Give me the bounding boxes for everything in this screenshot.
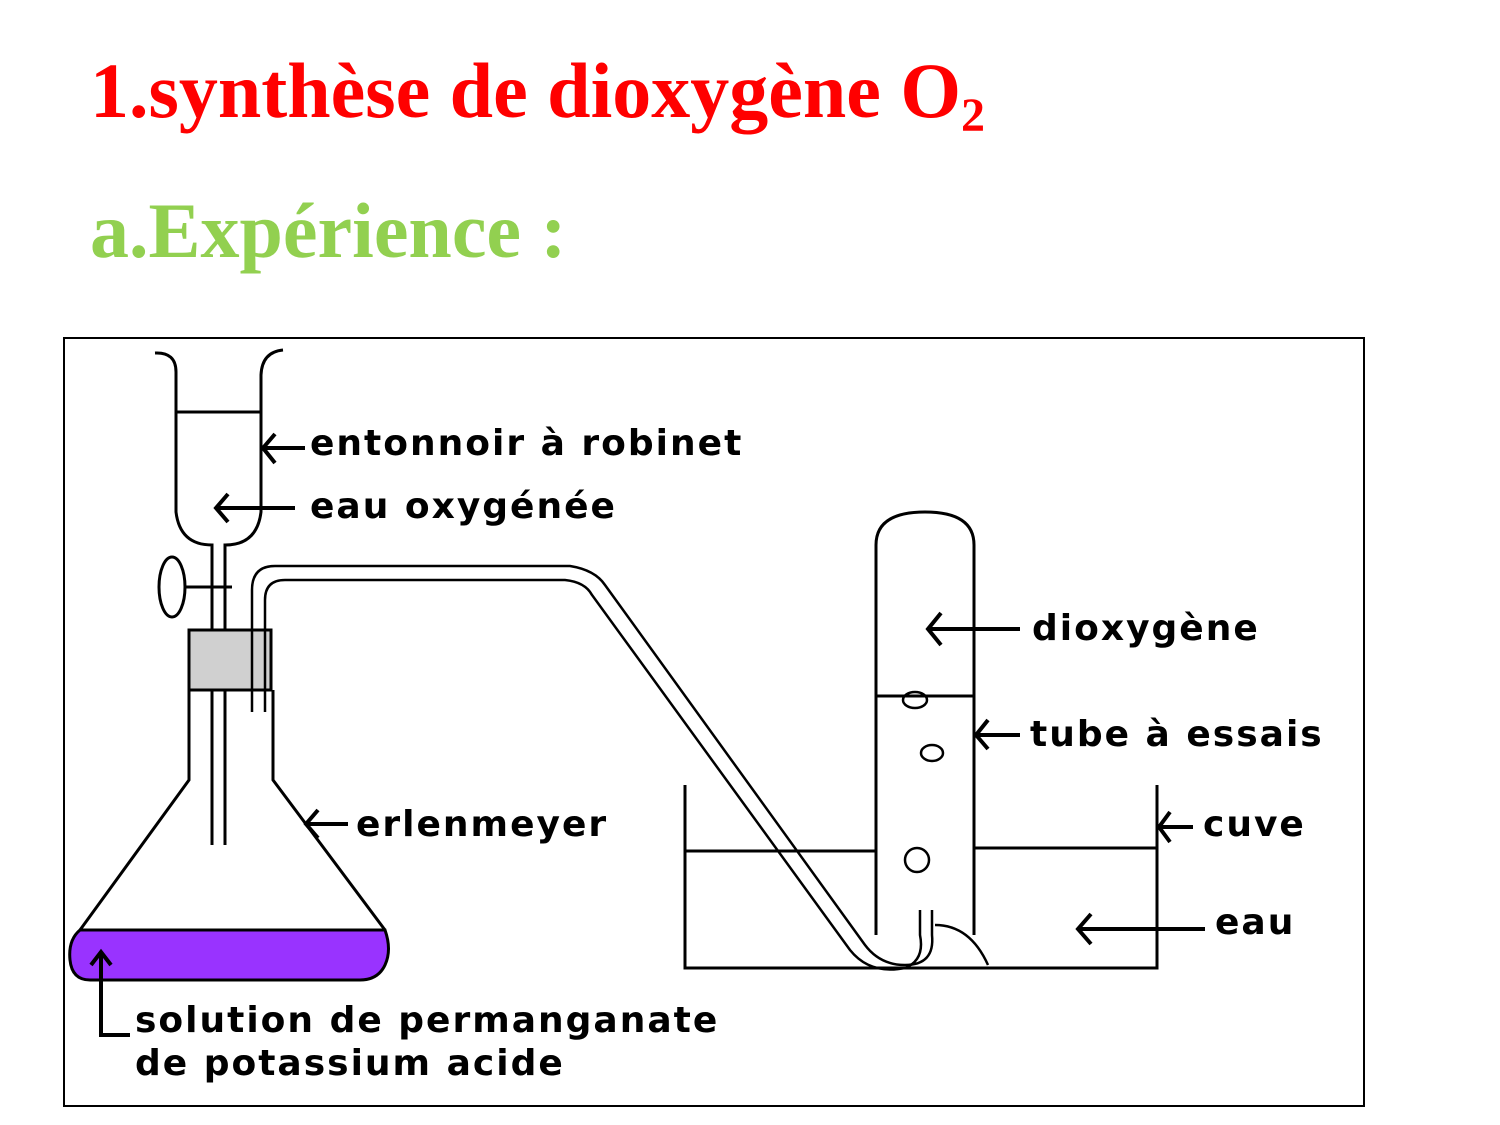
title-subscript: 2 [961,89,986,142]
label-funnel: entonnoir à robinet [310,423,743,464]
bubble [901,690,929,710]
label-solution-line1: solution de permanganate [135,1000,719,1041]
diagram-frame [63,337,1365,1107]
label-flask: erlenmeyer [356,804,608,845]
stopcock-handle [157,555,187,619]
title-text: 1.synthèse de dioxygène O [90,47,962,134]
delivery-tube [250,564,934,971]
stopper [187,628,273,692]
bubble [919,743,945,763]
arrow-icon [1156,810,1193,844]
label-oxygen: dioxygène [1032,608,1260,649]
bubble [903,846,931,874]
arrow-icon [973,718,1020,751]
arrow-icon [303,808,348,840]
arrow-icon [260,432,305,465]
label-tank: cuve [1203,804,1306,845]
page-title: 1.synthèse de dioxygène O2 [90,52,985,140]
arrow-icon [925,611,1020,647]
label-solution-line2: de potassium acide [135,1043,565,1084]
label-arrows [89,432,1205,1037]
label-water: eau [1215,902,1295,943]
dropping-funnel [154,348,284,845]
test-tube [874,510,990,966]
arrow-icon [1075,912,1205,946]
permanganate-solution [68,928,390,982]
water-tank [683,785,1159,970]
erlenmeyer-flask [68,690,390,982]
arrow-icon [89,948,130,1037]
arrow-icon [213,492,295,524]
label-peroxide: eau oxygénée [310,486,617,527]
section-subtitle: a.Expérience : [90,187,567,274]
label-test-tube: tube à essais [1030,714,1324,755]
